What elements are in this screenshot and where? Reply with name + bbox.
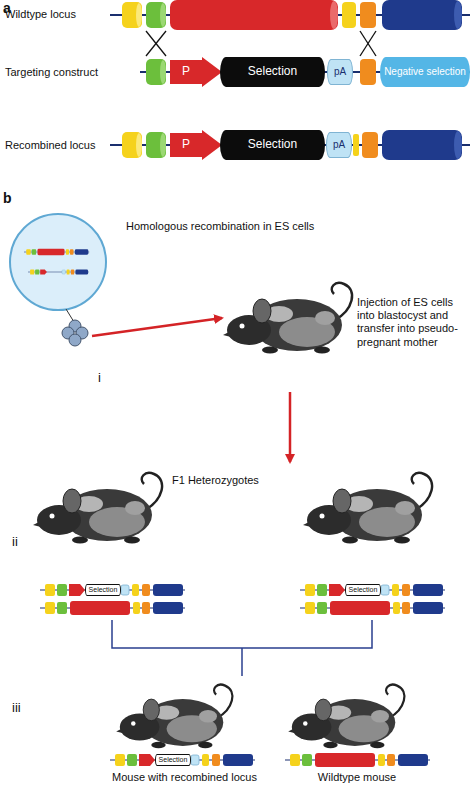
exon-yellow	[122, 132, 142, 158]
target-exon	[170, 0, 338, 30]
es-cell-cluster	[62, 320, 88, 346]
small-recombined-locus	[110, 754, 255, 766]
homology-arm	[146, 2, 166, 28]
box-text: Negative selection	[384, 66, 466, 78]
step-number: i	[98, 370, 118, 386]
wildtype-locus	[110, 0, 470, 30]
small-wildtype-locus	[285, 753, 430, 767]
box-text: pA	[333, 139, 345, 151]
negative-selection-cassette: Negative selection	[380, 57, 470, 87]
exon-blue	[382, 0, 462, 30]
row-label: Targeting construct	[5, 66, 140, 79]
homology-arm	[360, 2, 376, 28]
promoter-arrow-shape	[170, 130, 222, 160]
cross-bracket	[112, 620, 372, 676]
box-text: Selection	[349, 586, 378, 594]
exon-yellow	[342, 2, 356, 28]
recombined-mouse	[116, 685, 232, 749]
panel-letter: b	[3, 190, 23, 207]
box-text: Selection	[159, 756, 188, 764]
small-recombined-locus	[40, 584, 185, 596]
box-text: Selection	[248, 138, 297, 152]
promoter-arrow-shape	[170, 57, 222, 87]
small-selection-box: Selection	[155, 754, 191, 766]
promoter-arrow-fill	[170, 130, 222, 160]
wildtype-mouse	[288, 685, 404, 749]
recombined-locus	[110, 130, 470, 160]
exon-yellow	[353, 134, 359, 156]
small-wildtype-locus	[300, 601, 445, 615]
box-text: pA	[334, 66, 346, 78]
homology-arm	[362, 132, 378, 158]
homology-arm	[146, 59, 166, 85]
step-caption: Homologous recombination in ES cells	[126, 220, 366, 233]
homology-arm	[146, 132, 166, 158]
breeding-arrow	[289, 392, 292, 462]
row-label: Wildtype locus	[5, 8, 110, 21]
mouse-caption: Wildtype mouse	[282, 771, 432, 784]
small-selection-box: Selection	[85, 584, 121, 596]
box-text: Selection	[248, 65, 297, 79]
exon-blue	[382, 130, 462, 160]
small-recombined-locus	[300, 584, 445, 596]
homology-arm	[360, 59, 376, 85]
box-text: P	[182, 65, 190, 79]
polya-signal: pA	[327, 59, 353, 85]
box-text: P	[182, 138, 190, 152]
exon-yellow	[122, 2, 142, 28]
cell-construct	[28, 269, 89, 274]
selection-cassette: Selection	[220, 57, 325, 87]
polya-signal: pA	[326, 132, 352, 158]
step-number: ii	[12, 534, 36, 550]
row-label: Recombined locus	[5, 139, 115, 152]
promoter-arrow: P	[170, 57, 222, 87]
promoter-arrow-fill	[170, 57, 222, 87]
cell-locus	[24, 249, 89, 255]
promoter-arrow: P	[170, 130, 222, 160]
es-cell	[10, 214, 106, 322]
small-wildtype-locus	[40, 601, 185, 615]
step-caption: F1 Heterozygotes	[172, 474, 302, 487]
mouse-caption: Mouse with recombined locus	[112, 771, 257, 784]
small-selection-box: Selection	[345, 584, 381, 596]
step-number: iii	[12, 700, 40, 716]
step-caption: Injection of ES cells into blastocyst an…	[357, 296, 472, 349]
crossover	[146, 31, 376, 56]
f1-mouse	[303, 473, 432, 544]
f1-mouse	[33, 473, 162, 544]
chimera-mouse	[223, 283, 352, 354]
injection-arrow	[92, 318, 222, 336]
box-text: Selection	[89, 586, 118, 594]
selection-cassette: Selection	[220, 130, 325, 160]
